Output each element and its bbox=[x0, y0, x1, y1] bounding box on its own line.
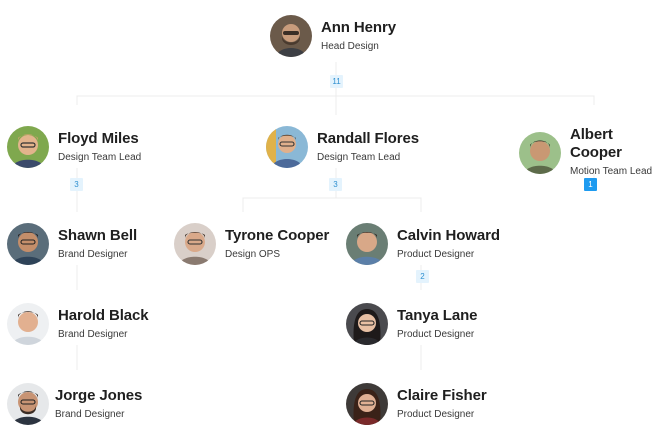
reports-count-badge-albert-cooper[interactable]: 1 bbox=[584, 178, 597, 191]
avatar-jorge-jones bbox=[7, 383, 49, 425]
reports-count-badge-floyd-miles[interactable]: 3 bbox=[70, 178, 83, 191]
person-role: Design OPS bbox=[225, 248, 281, 260]
person-name: Calvin Howard bbox=[397, 226, 500, 244]
person-role: Product Designer bbox=[397, 328, 475, 340]
org-node-ann-henry[interactable]: Ann Henry Head Design bbox=[270, 15, 396, 57]
avatar-albert-cooper bbox=[519, 131, 561, 174]
person-name: Randall Flores bbox=[317, 129, 419, 147]
org-node-shawn-bell[interactable]: Shawn Bell Brand Designer bbox=[7, 223, 137, 265]
person-name: Jorge Jones bbox=[55, 386, 143, 404]
org-node-tanya-lane[interactable]: Tanya Lane Product Designer bbox=[346, 303, 478, 345]
person-name: Harold Black bbox=[58, 306, 149, 324]
org-node-albert-cooper[interactable]: Albert Cooper Motion Team Lead bbox=[519, 126, 668, 179]
avatar-tanya-lane bbox=[346, 303, 388, 345]
avatar-floyd-miles bbox=[7, 126, 49, 168]
org-node-claire-fisher[interactable]: Claire Fisher Product Designer bbox=[346, 383, 487, 425]
person-role: Design Team Lead bbox=[58, 151, 142, 163]
avatar-harold-black bbox=[7, 303, 49, 345]
person-name: Tyrone Cooper bbox=[225, 226, 330, 244]
person-role: Head Design bbox=[321, 40, 379, 52]
org-node-randall-flores[interactable]: Randall Flores Design Team Lead bbox=[266, 126, 419, 168]
org-node-tyrone-cooper[interactable]: Tyrone Cooper Design OPS bbox=[174, 223, 329, 265]
person-name: Tanya Lane bbox=[397, 306, 478, 324]
person-role: Product Designer bbox=[397, 408, 475, 420]
person-name: Ann Henry bbox=[321, 18, 396, 36]
person-name: Claire Fisher bbox=[397, 386, 487, 404]
org-node-harold-black[interactable]: Harold Black Brand Designer bbox=[7, 303, 149, 345]
person-role: Design Team Lead bbox=[317, 151, 401, 163]
avatar-calvin-howard bbox=[346, 223, 388, 265]
person-name: Albert Cooper bbox=[570, 126, 622, 161]
reports-count-badge-randall-flores[interactable]: 3 bbox=[329, 178, 342, 191]
person-role: Brand Designer bbox=[58, 248, 128, 260]
person-name: Shawn Bell bbox=[58, 226, 138, 244]
person-role: Brand Designer bbox=[58, 328, 128, 340]
reports-count-badge-ann-henry[interactable]: 11 bbox=[330, 75, 343, 88]
avatar-shawn-bell bbox=[7, 223, 49, 265]
org-node-floyd-miles[interactable]: Floyd Miles Design Team Lead bbox=[7, 126, 141, 168]
reports-count-badge-calvin-howard[interactable]: 2 bbox=[416, 270, 429, 283]
org-node-calvin-howard[interactable]: Calvin Howard Product Designer bbox=[346, 223, 500, 265]
avatar-randall-flores bbox=[266, 126, 308, 168]
avatar-tyrone-cooper bbox=[174, 223, 216, 265]
avatar-claire-fisher bbox=[346, 383, 388, 425]
person-role: Product Designer bbox=[397, 248, 475, 260]
person-name: Floyd Miles bbox=[58, 129, 139, 147]
org-node-jorge-jones[interactable]: Jorge Jones Brand Designer bbox=[7, 383, 142, 425]
avatar-ann-henry bbox=[270, 15, 312, 57]
person-role: Brand Designer bbox=[55, 408, 125, 420]
person-role: Motion Team Lead bbox=[570, 166, 653, 177]
